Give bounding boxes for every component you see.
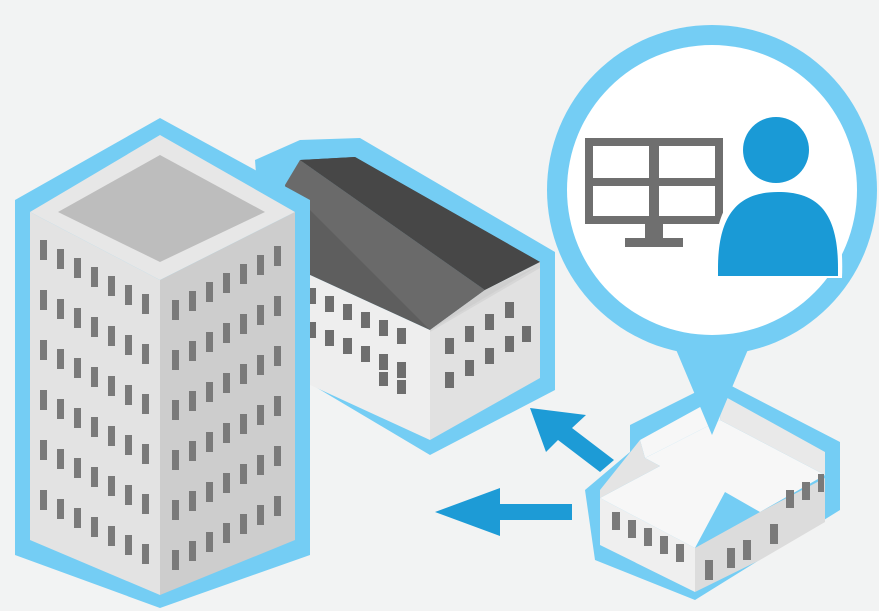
- window: [240, 464, 247, 484]
- window: [206, 532, 213, 552]
- window: [142, 394, 149, 414]
- window: [91, 517, 98, 537]
- warehouse-building-icon: [255, 138, 555, 455]
- window: [57, 449, 64, 469]
- window: [57, 249, 64, 269]
- window: [240, 514, 247, 534]
- window: [74, 458, 81, 478]
- window: [40, 240, 47, 260]
- window: [142, 444, 149, 464]
- window: [142, 544, 149, 564]
- window: [74, 358, 81, 378]
- window: [108, 276, 115, 296]
- window: [57, 349, 64, 369]
- window: [274, 346, 281, 366]
- window: [172, 550, 179, 570]
- window: [125, 335, 132, 355]
- window: [189, 341, 196, 361]
- office-tower-icon: [15, 118, 310, 608]
- window: [257, 305, 264, 325]
- window: [223, 473, 230, 493]
- window: [142, 344, 149, 364]
- window: [240, 364, 247, 384]
- window: [257, 455, 264, 475]
- window: [91, 367, 98, 387]
- window: [74, 308, 81, 328]
- window: [206, 482, 213, 502]
- window: [57, 299, 64, 319]
- window: [91, 417, 98, 437]
- window: [223, 273, 230, 293]
- window: [274, 446, 281, 466]
- window: [257, 405, 264, 425]
- window: [40, 440, 47, 460]
- window: [108, 476, 115, 496]
- person-icon: [714, 110, 843, 278]
- window: [274, 396, 281, 416]
- window: [108, 526, 115, 546]
- window: [223, 323, 230, 343]
- window: [257, 255, 264, 275]
- window: [172, 500, 179, 520]
- window: [172, 450, 179, 470]
- window: [172, 350, 179, 370]
- window: [125, 535, 132, 555]
- window: [40, 290, 47, 310]
- window: [274, 296, 281, 316]
- window: [108, 426, 115, 446]
- window: [206, 332, 213, 352]
- window: [257, 355, 264, 375]
- window: [142, 294, 149, 314]
- window: [125, 485, 132, 505]
- window: [189, 391, 196, 411]
- window: [189, 291, 196, 311]
- window: [274, 246, 281, 266]
- window: [125, 285, 132, 305]
- window: [240, 414, 247, 434]
- window: [189, 541, 196, 561]
- window: [223, 523, 230, 543]
- window: [206, 282, 213, 302]
- window: [108, 376, 115, 396]
- arrow-up-left-icon: [530, 408, 614, 472]
- window: [240, 314, 247, 334]
- small-office-building-icon: [585, 380, 840, 600]
- window: [223, 423, 230, 443]
- window: [142, 494, 149, 514]
- window: [125, 435, 132, 455]
- window: [40, 390, 47, 410]
- arrow-left-icon: [435, 488, 572, 536]
- window: [74, 408, 81, 428]
- window: [91, 267, 98, 287]
- window: [274, 496, 281, 516]
- window: [91, 467, 98, 487]
- window: [108, 326, 115, 346]
- window: [257, 505, 264, 525]
- window: [240, 264, 247, 284]
- window: [91, 317, 98, 337]
- window: [74, 508, 81, 528]
- window: [57, 499, 64, 519]
- monitor-icon: [585, 138, 723, 247]
- window: [172, 300, 179, 320]
- window: [172, 400, 179, 420]
- window: [57, 399, 64, 419]
- window: [189, 491, 196, 511]
- window: [74, 258, 81, 278]
- window: [189, 441, 196, 461]
- window: [223, 373, 230, 393]
- window: [206, 382, 213, 402]
- window: [125, 385, 132, 405]
- window: [206, 432, 213, 452]
- window: [40, 490, 47, 510]
- window: [40, 340, 47, 360]
